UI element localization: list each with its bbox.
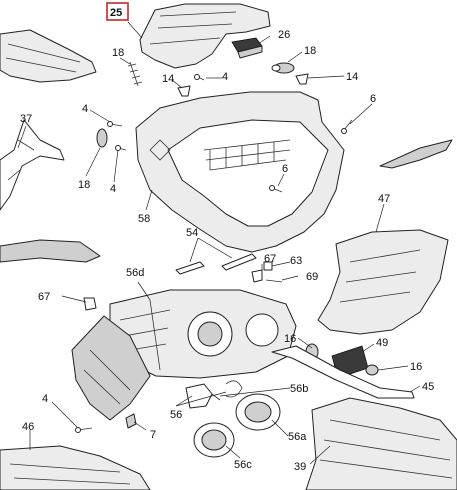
callout-16-right: 16 xyxy=(410,361,422,373)
callout-47: 47 xyxy=(378,193,390,205)
part-left-strip xyxy=(0,239,101,263)
screw-4-left-a xyxy=(107,121,123,127)
callout-63: 63 xyxy=(290,255,302,267)
screw-6-center xyxy=(269,185,283,193)
part-left-lens xyxy=(71,315,151,421)
part-left-trim-37 xyxy=(0,29,97,83)
callout-4-mid: 4 xyxy=(110,183,116,195)
callout-18-right: 18 xyxy=(304,45,316,57)
part-headlight-assembly-56 xyxy=(109,289,297,379)
callout-18-top: 18 xyxy=(112,47,124,59)
callout-39: 39 xyxy=(294,461,306,473)
screw-14-top xyxy=(177,85,191,97)
callout-25: 25 xyxy=(110,7,122,19)
part-right-trim xyxy=(379,139,453,169)
screw-4-top xyxy=(194,74,205,81)
callout-56a: 56a xyxy=(288,431,307,443)
clip-67-right xyxy=(251,269,263,283)
part-panel-46 xyxy=(0,445,151,490)
callout-56b: 56b xyxy=(290,383,308,395)
callout-46: 46 xyxy=(22,421,34,433)
callout-67-right: 67 xyxy=(264,253,276,265)
screw-14-right xyxy=(295,73,309,85)
callout-6-center: 6 xyxy=(282,163,288,175)
leader-lines xyxy=(17,21,421,465)
callout-6-right: 6 xyxy=(370,93,376,105)
grommet-16-right xyxy=(365,364,379,376)
clip-67-left xyxy=(83,297,97,311)
callout-4-top: 4 xyxy=(222,71,228,83)
grommet-18-right xyxy=(271,62,295,74)
highlight-box-25 xyxy=(106,2,129,21)
callout-69: 69 xyxy=(306,271,318,283)
part-bar-45 xyxy=(271,345,415,399)
callout-7: 7 xyxy=(150,429,156,441)
screw-4-left-b xyxy=(115,145,127,151)
part-bulb-56b xyxy=(185,383,221,409)
part-panel-39 xyxy=(305,397,457,490)
screw-4-bottom xyxy=(75,427,93,433)
part-bracket-37 xyxy=(0,119,65,211)
callout-14-top: 14 xyxy=(162,73,174,85)
part-bracket-26 xyxy=(231,37,263,59)
part-wire-clip-56 xyxy=(225,380,243,398)
callout-45: 45 xyxy=(422,381,434,393)
screw-18-top xyxy=(127,61,143,87)
part-right-housing-47 xyxy=(317,229,449,335)
callout-16-left: 16 xyxy=(284,333,296,345)
clip-63 xyxy=(263,261,273,271)
grommet-18-left xyxy=(96,128,108,148)
callout-37: 37 xyxy=(20,113,32,125)
part-top-cover xyxy=(139,3,271,69)
callout-14-right: 14 xyxy=(346,71,358,83)
part-main-frame-58 xyxy=(135,91,345,253)
clip-7 xyxy=(125,413,137,429)
callout-54: 54 xyxy=(186,227,198,239)
part-strip-54a xyxy=(175,261,205,275)
callout-49: 49 xyxy=(376,337,388,349)
callout-4-bottom: 4 xyxy=(42,393,48,405)
callout-56: 56 xyxy=(170,409,182,421)
callout-56d: 56d xyxy=(126,267,144,279)
screw-69 xyxy=(265,279,283,283)
callout-4-left: 4 xyxy=(82,103,88,115)
screw-6-right xyxy=(341,119,353,134)
part-ring-56a xyxy=(235,393,281,431)
callout-56c: 56c xyxy=(234,459,252,471)
callout-26: 26 xyxy=(278,29,290,41)
callout-67-left: 67 xyxy=(38,291,50,303)
callout-58: 58 xyxy=(138,213,150,225)
callout-18-left: 18 xyxy=(78,179,90,191)
part-ring-56c xyxy=(193,422,235,458)
part-strip-54b xyxy=(221,253,257,271)
